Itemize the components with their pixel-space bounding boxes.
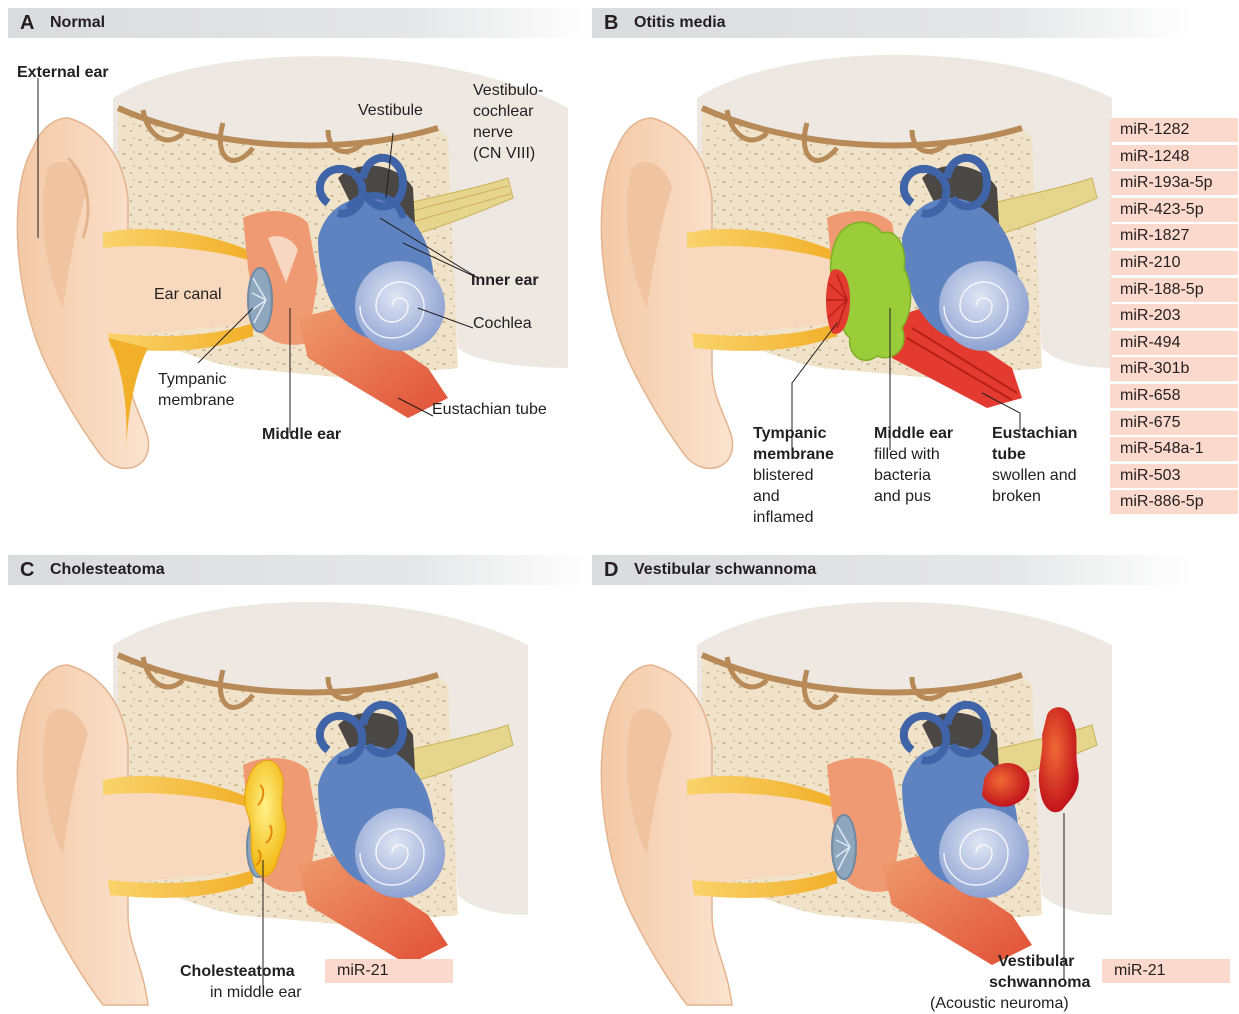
panel-title: Vestibular schwannoma [634,561,816,579]
panel-letter: B [604,12,634,35]
ear-anatomy-illustration [592,585,1112,1010]
mirna-cholesteatoma: miR-21 [325,959,453,983]
mirna-item: miR-423-5p [1110,198,1238,222]
mirna-item: miR-1248 [1110,145,1238,169]
panel-letter: C [20,559,50,582]
label-schwannoma-title-2: schwannoma [989,972,1090,993]
mirna-list-otitis: miR-1282 miR-1248 miR-193a-5p miR-423-5p… [1110,118,1238,517]
label-ear-canal: Ear canal [154,284,222,305]
label-me-desc-2: bacteria [874,465,931,486]
label-et-title-2: tube [992,444,1026,465]
panel-normal: A Normal [8,8,618,508]
panel-title: Normal [50,14,105,32]
mirna-item: miR-494 [1110,331,1238,355]
mirna-schwannoma: miR-21 [1102,959,1230,983]
mirna-item: miR-210 [1110,251,1238,275]
label-tympanic-line-1: Tympanic [158,369,226,390]
label-tm-title-1: Tympanic [753,423,827,444]
label-et-desc-1: swollen and [992,465,1077,486]
mirna-item: miR-675 [1110,411,1238,435]
label-nerve-line-1: Vestibulo- [473,80,543,101]
label-middle-ear: Middle ear [262,424,341,445]
label-me-title: Middle ear [874,423,953,444]
mirna-item: miR-548a-1 [1110,437,1238,461]
label-cholesteatoma-title: Cholesteatoma [180,961,295,982]
mirna-item: miR-301b [1110,357,1238,381]
label-nerve-line-3: nerve [473,122,513,143]
label-tm-desc-2: and [753,486,780,507]
panel-vestibular-schwannoma: D Vestibular schwannoma Vestibular schwa… [592,555,1202,1010]
panel-header: C Cholesteatoma [8,555,593,585]
label-et-title-1: Eustachian [992,423,1077,444]
label-cholesteatoma-desc: in middle ear [210,982,302,1003]
label-vestibule: Vestibule [358,100,423,121]
mirna-item: miR-503 [1110,464,1238,488]
label-tm-desc-3: inflamed [753,507,813,528]
mirna-item: miR-886-5p [1110,490,1238,514]
mirna-item: miR-1827 [1110,224,1238,248]
label-et-desc-2: broken [992,486,1041,507]
panel-header: B Otitis media [592,8,1192,38]
panel-letter: D [604,559,634,582]
label-eustachian-tube: Eustachian tube [432,399,547,420]
panel-title: Otitis media [634,14,726,32]
label-me-desc-1: filled with [874,444,940,465]
label-cochlea: Cochlea [473,313,532,334]
label-tm-desc-1: blistered [753,465,813,486]
label-external-ear: External ear [17,62,109,83]
ear-anatomy-illustration [8,585,528,1010]
label-tympanic-line-2: membrane [158,390,234,411]
label-nerve-line-2: cochlear [473,101,533,122]
panel-title: Cholesteatoma [50,561,165,579]
mirna-item: miR-658 [1110,384,1238,408]
mirna-item: miR-1282 [1110,118,1238,142]
label-schwannoma-desc: (Acoustic neuroma) [930,993,1069,1014]
panel-header: D Vestibular schwannoma [592,555,1192,585]
label-nerve-line-4: (CN VIII) [473,143,535,164]
panel-cholesteatoma: C Cholesteatoma Cholesteatoma in middle … [8,555,618,1010]
mirna-item: miR-193a-5p [1110,171,1238,195]
panel-header: A Normal [8,8,593,38]
label-tm-title-2: membrane [753,444,834,465]
label-schwannoma-title-1: Vestibular [998,951,1074,972]
mirna-item: miR-188-5p [1110,278,1238,302]
label-inner-ear: Inner ear [471,270,539,291]
label-me-desc-3: and pus [874,486,931,507]
panel-letter: A [20,12,50,35]
mirna-item: miR-203 [1110,304,1238,328]
